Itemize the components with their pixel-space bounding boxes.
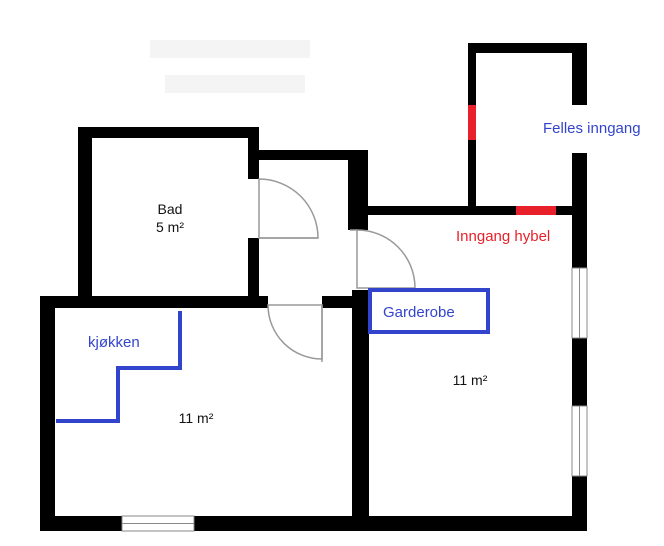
windows [121, 267, 588, 532]
red-entrance-markers [468, 105, 556, 215]
wall-kitchen-bottom-right [194, 516, 368, 531]
window-kitchen-bottom [121, 515, 195, 532]
label-kitchen: kjøkken [88, 334, 140, 351]
doors [258, 178, 416, 362]
wall-kitchen-left [40, 296, 55, 531]
labels: Bad 5 m² 11 m² 11 m² kjøkken Garderobe F… [88, 120, 641, 426]
wall-bad-top [78, 127, 258, 138]
window-hybel-lower [571, 405, 588, 477]
wall-corridor-right [348, 150, 368, 230]
wardrobe-outline [368, 288, 490, 334]
entrance-hybel-marker [516, 206, 556, 215]
door-bad-swing [258, 178, 319, 239]
door-kitchen-swing [267, 304, 323, 360]
wall-hybel-right-c [572, 476, 587, 531]
wall-kitchen-bottom-left [40, 516, 122, 531]
background-smudges [150, 40, 310, 93]
label-hybel-entrance: Inngang hybel [456, 228, 550, 245]
blue-annotations [56, 288, 490, 423]
room-area-bad: 5 m² [156, 219, 184, 235]
door-hybel-swing [356, 229, 416, 289]
room-label-bad: Bad [158, 201, 183, 217]
wall-hybel-right-b [572, 338, 587, 406]
wall-hybel-right-a [572, 153, 587, 268]
wall-bad-left [78, 127, 92, 307]
wall-hybel-top-right [556, 206, 585, 215]
wall-entrance-left-lower [468, 140, 476, 212]
entrance-shared-marker [468, 105, 476, 140]
walls [40, 43, 587, 531]
kitchen-counter-outline [56, 311, 182, 423]
window-hybel-upper [571, 267, 588, 339]
wall-corridor-top [248, 150, 368, 160]
wall-entrance-left-upper [468, 43, 476, 105]
wall-hybel-top-left [368, 206, 516, 215]
label-shared-entrance: Felles inngang [543, 120, 641, 137]
wall-kitchen-right [352, 290, 369, 531]
wall-bad-bottom [78, 296, 268, 308]
room-area-hybel: 11 m² [453, 372, 488, 388]
wall-bad-right-lower [248, 238, 259, 308]
label-wardrobe: Garderobe [383, 304, 455, 321]
wall-entrance-top [468, 43, 587, 53]
room-area-kitchen: 11 m² [179, 410, 214, 426]
wall-entrance-right-top [572, 43, 587, 105]
wall-hybel-bottom [352, 516, 587, 531]
